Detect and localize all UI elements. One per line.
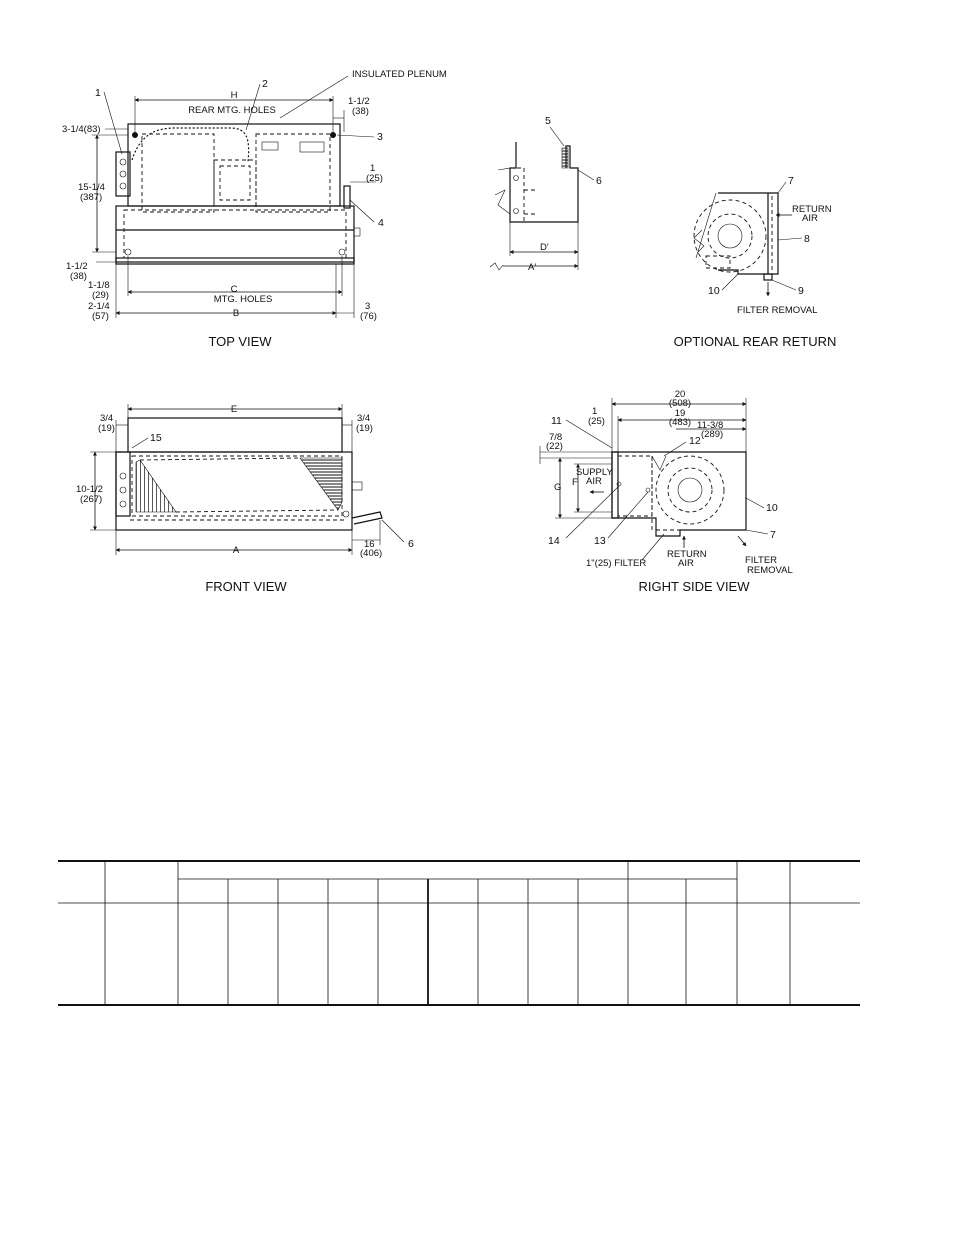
dim-f: F	[572, 477, 578, 488]
dim-7-8: 7/8	[549, 432, 562, 443]
front-view-title: FRONT VIEW	[205, 579, 287, 594]
callout-11: 11	[551, 415, 562, 427]
air-label-rear: AIR	[802, 213, 818, 224]
dim-e-label: E	[231, 404, 237, 415]
callout-13: 13	[594, 535, 606, 547]
dim-10-1-2: 10-1/2	[76, 484, 103, 495]
callout-8: 8	[804, 233, 810, 245]
dim-a-label: A	[233, 545, 240, 556]
dim-29: (29)	[92, 290, 109, 301]
callout-7-side: 7	[770, 529, 776, 541]
dimensions-table	[58, 860, 860, 1006]
dim-1-1-2-bottom: 1-1/2	[66, 261, 88, 272]
dim-25-right: (25)	[366, 173, 383, 184]
filter-removal-rear: FILTER REMOVAL	[737, 305, 817, 316]
dim-3-1-4: 3-1/4(83)	[62, 124, 101, 135]
callout-15: 15	[150, 432, 162, 444]
optional-rear-return: 5 6 D' A' 7 RETURN AIR 8 9 10 FI	[489, 115, 837, 349]
dim-1-right: 1	[370, 163, 375, 174]
filter-removal-side-1: FILTER	[745, 555, 777, 566]
insulated-plenum-label: INSULATED PLENUM	[352, 69, 447, 80]
dim-19-left: (19)	[98, 423, 115, 434]
dim-38-top: (38)	[352, 106, 369, 117]
dim-406: (406)	[360, 548, 382, 559]
callout-6-rear: 6	[596, 175, 602, 187]
callout-12: 12	[689, 435, 701, 447]
rear-return-title: OPTIONAL REAR RETURN	[674, 334, 837, 349]
dim-3: 3	[365, 301, 370, 312]
dim-11-3-8: 11-3/8	[697, 420, 723, 431]
dim-20: 20	[675, 389, 686, 400]
supply-air-label: AIR	[586, 476, 602, 487]
callout-3: 3	[377, 131, 383, 143]
dim-d-prime: D'	[540, 242, 549, 253]
dim-15-1-4: 15-1/4	[78, 182, 105, 193]
callout-7-rear: 7	[788, 175, 794, 187]
dim-1-1-8: 1-1/8	[88, 280, 110, 291]
callout-10-side: 10	[766, 502, 778, 514]
dim-483: (483)	[669, 417, 691, 428]
dim-b-label: B	[233, 308, 239, 319]
top-view-title: TOP VIEW	[208, 334, 272, 349]
dim-57: (57)	[92, 311, 109, 322]
rear-mtg-hole-right	[330, 132, 336, 138]
dim-25-side: (25)	[588, 416, 605, 427]
callout-4: 4	[378, 217, 384, 229]
top-view-coil	[115, 205, 355, 263]
dim-387: (387)	[80, 192, 102, 203]
callout-6-front: 6	[408, 538, 414, 550]
callout-1: 1	[95, 87, 101, 99]
filter-removal-side-2: REMOVAL	[747, 565, 793, 576]
right-side-view: 20 (508) 19 (483) 1 (25) 11-3/8 (289) 7/…	[539, 389, 793, 594]
return-label-rear: RETURN	[792, 204, 832, 215]
dim-1-side: 1	[592, 406, 597, 417]
mtg-holes-label: MTG. HOLES	[214, 294, 273, 305]
front-view: E 3/4 (19) 3/4 (19) 10-1/2 (267) A 16 (4…	[76, 404, 414, 594]
dim-2-1-4: 2-1/4	[88, 301, 110, 312]
return-air-label-side: AIR	[678, 558, 694, 569]
dim-19: 19	[675, 408, 686, 419]
dim-16: 16	[364, 539, 375, 550]
dim-3-4-left: 3/4	[100, 413, 113, 424]
top-view: H REAR MTG. HOLES INSULATED PLENUM 1-1/2…	[62, 69, 447, 349]
rear-mtg-hole-left	[132, 132, 138, 138]
callout-9: 9	[798, 285, 804, 297]
dim-c-label: C	[231, 284, 238, 295]
dim-19-right: (19)	[356, 423, 373, 434]
dim-22: (22)	[546, 441, 563, 452]
dim-g: G	[554, 482, 561, 493]
dim-267: (267)	[80, 494, 102, 505]
filter-label: 1"(25) FILTER	[586, 558, 646, 569]
right-side-view-title: RIGHT SIDE VIEW	[639, 579, 751, 594]
callout-5: 5	[545, 115, 551, 127]
dim-h-label: H	[231, 90, 238, 101]
drawing-sheet: H REAR MTG. HOLES INSULATED PLENUM 1-1/2…	[62, 69, 837, 594]
dim-289: (289)	[701, 429, 723, 440]
dim-3-4-right: 3/4	[357, 413, 370, 424]
callout-10-rear: 10	[708, 285, 720, 297]
callout-14: 14	[548, 535, 560, 547]
dim-a-prime: A'	[528, 262, 536, 273]
dim-508: (508)	[669, 398, 691, 409]
dim-76: (76)	[360, 311, 377, 322]
dim-1-1-2-top: 1-1/2	[348, 96, 370, 107]
return-label-side: RETURN	[667, 549, 707, 560]
rear-mtg-holes-label: REAR MTG. HOLES	[188, 105, 276, 116]
callout-2: 2	[262, 78, 268, 90]
supply-label: SUPPLY	[576, 467, 613, 478]
top-view-casing	[127, 123, 341, 207]
dim-38-bottom: (38)	[70, 271, 87, 282]
